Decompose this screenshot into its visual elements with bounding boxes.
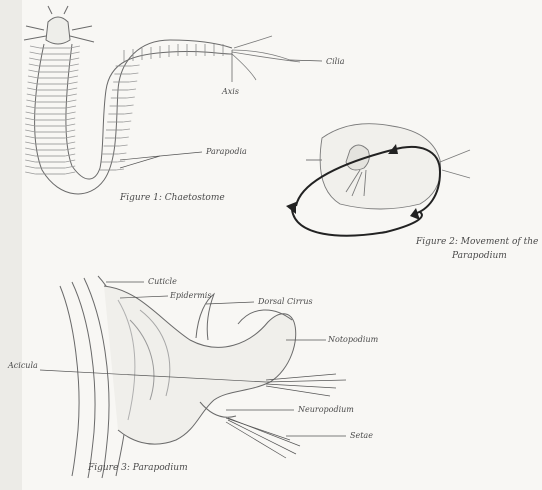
label-neuropodium: Neuropodium bbox=[298, 406, 354, 414]
page-shadow bbox=[0, 0, 22, 490]
label-parapodia: Parapodia bbox=[206, 148, 247, 156]
caption-figure1: Figure 1: Chaetostome bbox=[120, 194, 225, 203]
label-dorsal-cirrus: Dorsal Cirrus bbox=[258, 298, 313, 306]
caption-figure3: Figure 3: Parapodium bbox=[88, 464, 188, 473]
label-setae: Setae bbox=[350, 432, 373, 440]
worm-parapod bbox=[126, 105, 134, 106]
worm-parapod bbox=[123, 121, 131, 122]
label-axis: Axis bbox=[222, 88, 239, 96]
label-epidermis: Epidermis bbox=[170, 292, 211, 300]
worm-parapodia bbox=[25, 46, 139, 174]
worm-segments bbox=[35, 44, 223, 174]
label-cilia: Cilia bbox=[326, 58, 345, 66]
cilia-strands bbox=[232, 36, 300, 80]
worm-parapod bbox=[124, 113, 132, 114]
worm-parapod bbox=[118, 153, 126, 154]
parapodium-movement-drawing bbox=[306, 124, 470, 209]
label-cuticle: Cuticle bbox=[148, 278, 177, 286]
worm-parapod bbox=[122, 129, 130, 130]
worm-parapod bbox=[128, 89, 136, 90]
label-acicula: Acicula bbox=[8, 362, 38, 370]
worm-parapod bbox=[121, 137, 129, 138]
worm-parapod bbox=[116, 169, 124, 170]
worm-parapod bbox=[132, 65, 140, 66]
worm-parapod bbox=[120, 145, 128, 146]
caption-figure2-line1: Figure 2: Movement of the bbox=[416, 238, 538, 247]
caption-figure2-line2: Parapodium bbox=[452, 252, 507, 261]
worm-parapod bbox=[129, 81, 137, 82]
worm-parapod bbox=[130, 73, 138, 74]
worm-parapod bbox=[117, 161, 125, 162]
worm-parapod bbox=[127, 97, 135, 98]
label-notopodium: Notopodium bbox=[328, 336, 378, 344]
